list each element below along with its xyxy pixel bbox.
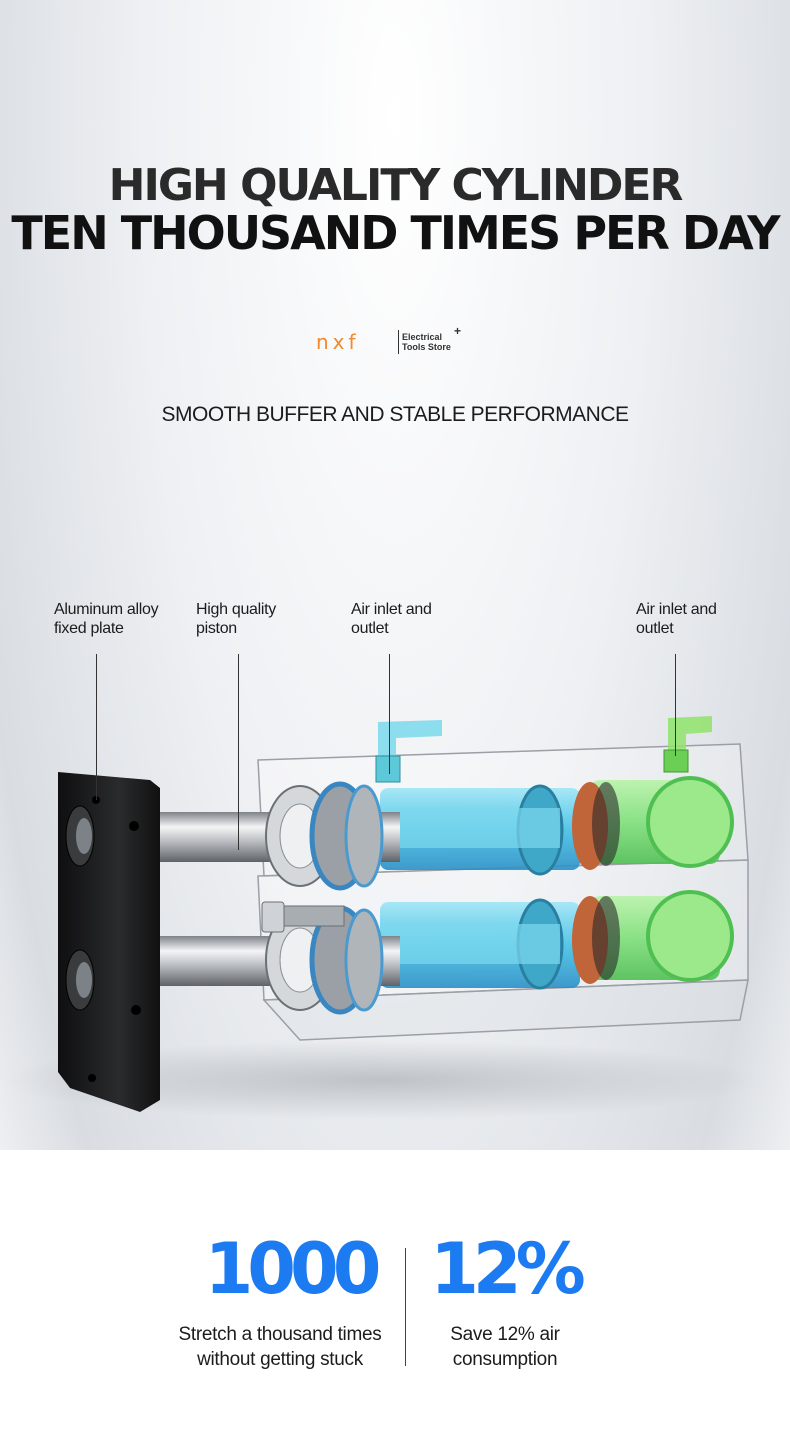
end-cap-upper (265, 781, 384, 891)
stats-background (0, 1150, 790, 1438)
callout-air-inlet-left: Air inlet and outlet (351, 600, 432, 638)
callout-air-inlet-left-line-1: Air inlet and (351, 601, 432, 618)
stat-number-1000: 1000 (204, 1228, 382, 1310)
buffer-bolt (261, 901, 345, 933)
stats-divider (405, 1248, 406, 1366)
fixed-plate (58, 772, 160, 1112)
stat-caption-1000: Stretch a thousand times without getting… (160, 1322, 400, 1372)
callout-air-inlet-left-line-2: outlet (351, 620, 389, 637)
brand-logo-text: nxf (316, 332, 360, 354)
stat-caption-12-percent: Save 12% air consumption (415, 1322, 595, 1372)
callout-air-inlet-right: Air inlet and outlet (636, 600, 717, 638)
stat-caption-12-percent-line-1: Save 12% air (450, 1324, 560, 1345)
callout-piston-line-2: piston (196, 620, 237, 637)
lower-chamber (380, 890, 734, 990)
brand-store-name: Electrical Tools Store (402, 332, 472, 352)
stat-number-12-percent: 12% (430, 1228, 586, 1310)
brand-plus-icon: + (454, 324, 462, 338)
headline-line-2: TEN THOUSAND TIMES PER DAY (11, 206, 780, 260)
air-port-right (663, 716, 712, 773)
leader-piston (238, 654, 239, 850)
leader-air-inlet-right (675, 654, 676, 756)
brand-store-line-1: Electrical (402, 332, 443, 342)
callout-fixed-plate: Aluminum alloy fixed plate (54, 600, 159, 638)
subtitle: SMOOTH BUFFER AND STABLE PERFORMANCE (161, 403, 630, 426)
headline-line-1: HIGH QUALITY CYLINDER (108, 160, 684, 211)
callout-piston: High quality piston (196, 600, 276, 638)
stat-caption-12-percent-line-2: consumption (452, 1349, 558, 1370)
end-cap-lower (265, 905, 384, 1015)
leader-air-inlet-left (389, 654, 390, 774)
upper-chamber (380, 776, 734, 876)
stat-caption-1000-line-2: without getting stuck (197, 1349, 363, 1370)
brand-separator (398, 330, 399, 354)
floor-shadow (0, 1040, 760, 1120)
nxf-logo-icon: nxf (316, 332, 360, 354)
callout-fixed-plate-line-1: Aluminum alloy (54, 601, 159, 618)
air-port-left (375, 720, 442, 783)
brand-store-line-2: Tools Store (402, 342, 451, 352)
callout-air-inlet-right-line-1: Air inlet and (636, 601, 717, 618)
stat-caption-1000-line-1: Stretch a thousand times (178, 1324, 382, 1345)
callout-air-inlet-right-line-2: outlet (636, 620, 674, 637)
brand-logo: nxf Electrical Tools Store + (314, 324, 474, 360)
callout-fixed-plate-line-2: fixed plate (54, 620, 124, 637)
cylinder-illustration (0, 716, 760, 1120)
callout-piston-line-1: High quality (196, 601, 277, 618)
leader-fixed-plate (96, 654, 97, 800)
